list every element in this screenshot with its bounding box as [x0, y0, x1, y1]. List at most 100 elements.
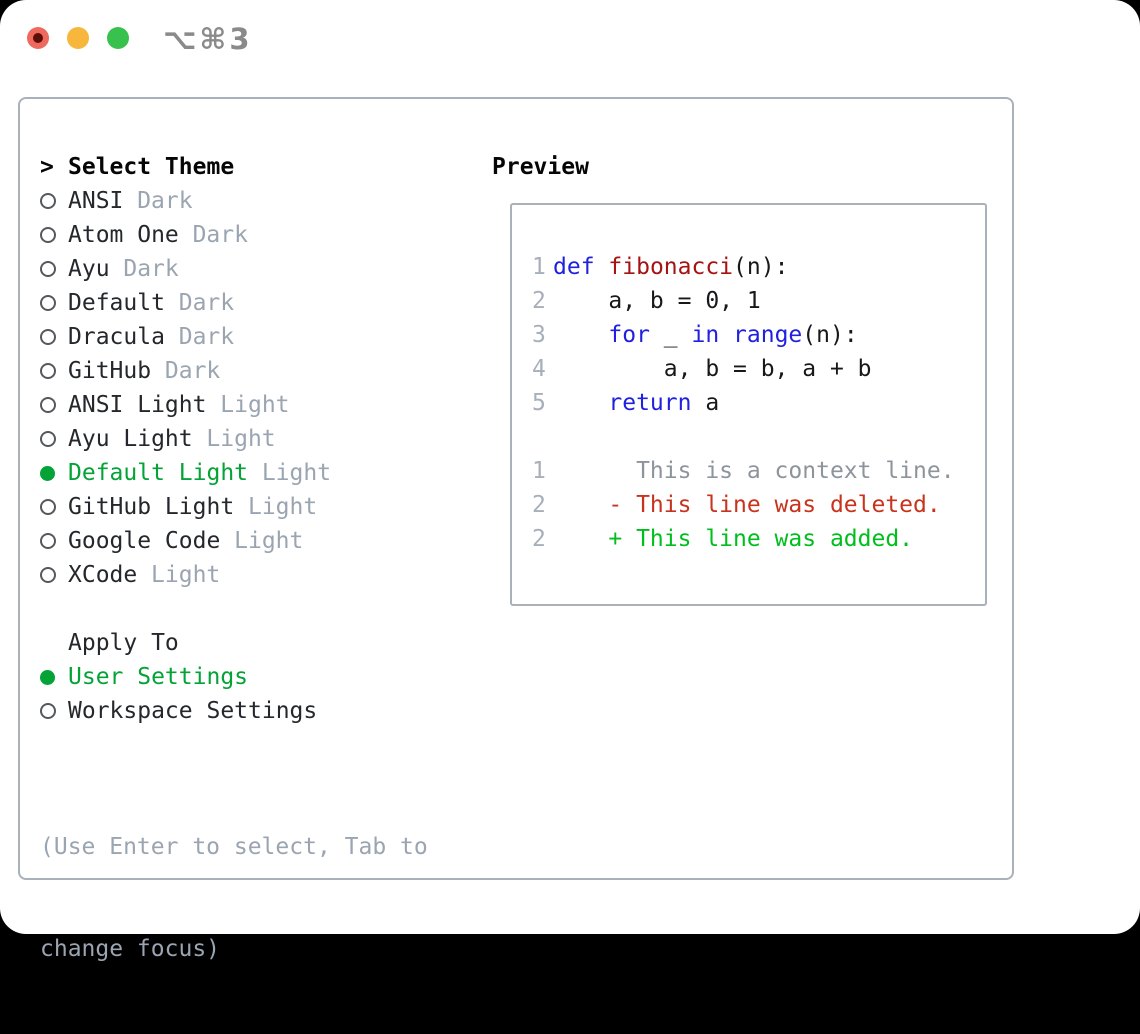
code-token: a, b = b, a + b	[553, 356, 872, 382]
radio-icon	[40, 363, 68, 379]
code-text: for _ in range(n):	[553, 318, 858, 352]
window-title: ⌥⌘3	[163, 22, 253, 56]
theme-variant: Dark	[178, 290, 235, 316]
code-token	[719, 322, 733, 348]
code-token	[595, 254, 609, 280]
preview-title: Preview	[492, 154, 589, 180]
theme-name: ANSI Light	[68, 392, 207, 418]
theme-name: Ayu	[68, 256, 110, 282]
theme-name: Ayu Light	[68, 426, 193, 452]
line-number: 1	[532, 254, 546, 280]
radio-selected-icon	[40, 465, 68, 481]
code-line: 3 for _ in range(n):	[532, 318, 985, 352]
code-token: fibonacci	[608, 254, 734, 280]
code-token: in	[691, 322, 720, 348]
code-line	[532, 420, 985, 454]
radio-icon	[40, 533, 68, 549]
theme-name: Default	[68, 290, 165, 316]
theme-name: Default Light	[68, 460, 249, 486]
theme-variant: Light	[220, 392, 290, 418]
theme-list-header: Select Theme	[68, 154, 235, 180]
code-token: for	[608, 322, 650, 348]
radio-icon	[40, 431, 68, 447]
line-number: 2	[532, 288, 546, 314]
line-number: 4	[532, 356, 546, 382]
hint-line-2: change focus)	[40, 936, 221, 962]
line-number: 2	[532, 492, 546, 518]
code-text: - This line was deleted.	[553, 488, 941, 522]
theme-name: ANSI	[68, 188, 124, 214]
apply-to-option[interactable]: Workspace Settings	[40, 694, 480, 728]
traffic-lights	[27, 27, 129, 49]
code-text: def fibonacci(n):	[553, 250, 788, 284]
theme-name: GitHub	[68, 358, 152, 384]
apply-to-label: Workspace Settings	[68, 698, 318, 724]
theme-variant: Light	[247, 494, 318, 520]
code-token: (n):	[733, 254, 789, 280]
code-token: a	[691, 390, 720, 416]
theme-option[interactable]: Ayu Light Light	[40, 422, 480, 456]
code-text: a, b = b, a + b	[553, 352, 872, 386]
theme-option[interactable]: GitHub Dark	[40, 354, 480, 388]
theme-variant: Light	[151, 562, 221, 588]
spacer	[40, 728, 480, 762]
zoom-button[interactable]	[107, 27, 129, 49]
code-token: _	[649, 322, 692, 348]
code-line: 1 This is a context line.	[532, 454, 985, 488]
radio-icon	[40, 329, 68, 345]
code-token: range	[733, 322, 803, 348]
theme-option[interactable]: ANSI Dark	[40, 184, 480, 218]
code-text: + This line was added.	[553, 522, 913, 556]
apply-to-header: Apply To	[68, 630, 179, 656]
apply-to-header-row: Apply To	[40, 626, 480, 660]
radio-icon	[40, 397, 68, 413]
code-text: This is a context line.	[553, 454, 955, 488]
theme-variant: Dark	[192, 222, 248, 248]
close-button[interactable]	[27, 27, 49, 49]
code-token: + This line was added.	[553, 526, 914, 552]
theme-variant: Dark	[137, 188, 193, 214]
radio-icon	[40, 227, 68, 243]
theme-variant: Light	[206, 426, 276, 452]
theme-option[interactable]: ANSI Light Light	[40, 388, 480, 422]
theme-option[interactable]: Ayu Dark	[40, 252, 480, 286]
code-text: return a	[553, 386, 719, 420]
apply-to-option[interactable]: User Settings	[40, 660, 480, 694]
theme-option[interactable]: Default Dark	[40, 286, 480, 320]
code-line: 1 def fibonacci(n):	[532, 250, 985, 284]
code-line: 2 a, b = 0, 1	[532, 284, 985, 318]
theme-list-header-row: > Select Theme	[40, 150, 480, 184]
theme-variant: Dark	[164, 358, 221, 384]
theme-name: Dracula	[68, 324, 165, 350]
theme-variant: Dark	[123, 256, 179, 282]
radio-icon	[40, 295, 68, 311]
radio-icon	[40, 193, 68, 209]
radio-selected-icon	[40, 669, 68, 685]
radio-icon	[40, 261, 68, 277]
code-token: (n):	[802, 322, 858, 348]
line-number: 3	[532, 322, 546, 348]
line-number: 5	[532, 390, 546, 416]
minimize-button[interactable]	[67, 27, 89, 49]
code-token: def	[553, 254, 595, 280]
code-token: This is a context line.	[553, 458, 955, 484]
radio-icon	[40, 703, 68, 719]
cursor-icon: >	[40, 154, 54, 180]
code-line: 2 + This line was added.	[532, 522, 985, 556]
apply-to-label: User Settings	[68, 664, 249, 690]
spacer	[40, 592, 480, 626]
line-number: 1	[532, 458, 546, 484]
code-token: - This line was deleted.	[553, 492, 941, 518]
radio-icon	[40, 499, 68, 515]
